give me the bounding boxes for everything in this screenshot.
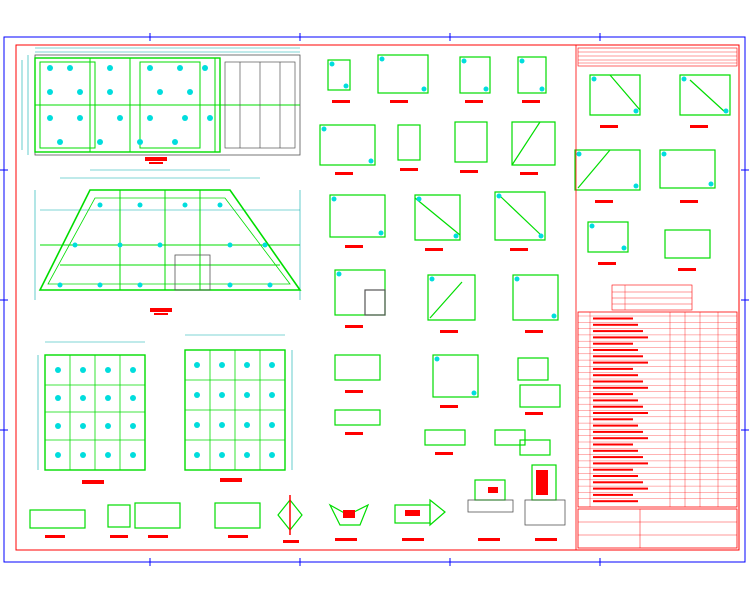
bom-row-text bbox=[593, 374, 638, 377]
bom-row-text bbox=[593, 367, 633, 370]
grid-plate-view-right bbox=[184, 334, 293, 482]
bom-row-text bbox=[593, 317, 633, 320]
bom-row-text bbox=[593, 393, 633, 396]
revision-table bbox=[611, 284, 693, 311]
bom-row-text bbox=[593, 437, 648, 440]
bom-row-text bbox=[593, 430, 643, 433]
bom-row-text bbox=[593, 449, 638, 452]
bom-row-text bbox=[593, 443, 633, 446]
bom-row-text bbox=[593, 500, 638, 503]
title-block bbox=[575, 44, 740, 551]
bom-row-text bbox=[593, 475, 638, 477]
bom-row-text bbox=[593, 361, 648, 364]
bom-row-text bbox=[593, 418, 633, 421]
bom-row-text bbox=[593, 456, 643, 459]
bom-row-text bbox=[593, 468, 633, 471]
bom-row-text bbox=[593, 405, 643, 408]
bom-row-text bbox=[593, 493, 633, 496]
outer-sheet-frame bbox=[0, 33, 749, 566]
bom-row-text bbox=[593, 380, 643, 383]
bom-row-text bbox=[593, 336, 648, 339]
bom-row-text bbox=[593, 330, 643, 333]
trapezoid-section-view bbox=[34, 169, 302, 315]
grid-plate-view-left bbox=[37, 341, 146, 484]
title-block-company bbox=[577, 508, 738, 549]
bom-row-text bbox=[593, 349, 638, 351]
bottom-parts-row bbox=[29, 495, 303, 543]
small-part-bolts bbox=[321, 56, 729, 396]
bom-row-text bbox=[593, 342, 633, 345]
main-elevation-view bbox=[21, 47, 301, 164]
bom-row-text bbox=[593, 462, 648, 465]
bom-row-text bbox=[593, 487, 648, 490]
bom-row-text bbox=[593, 412, 648, 414]
weld-detail-views bbox=[328, 464, 566, 541]
bom-row-text bbox=[593, 481, 643, 484]
bom-row-text bbox=[593, 386, 648, 389]
small-part-details bbox=[319, 54, 731, 456]
bill-of-materials-table bbox=[577, 311, 738, 508]
inner-drawing-frame bbox=[15, 44, 740, 551]
bom-row-text bbox=[593, 424, 638, 427]
bom-row-text bbox=[593, 399, 638, 402]
detail-captions bbox=[332, 100, 708, 455]
bom-row-text bbox=[593, 323, 638, 326]
bom-row-text bbox=[593, 355, 643, 358]
